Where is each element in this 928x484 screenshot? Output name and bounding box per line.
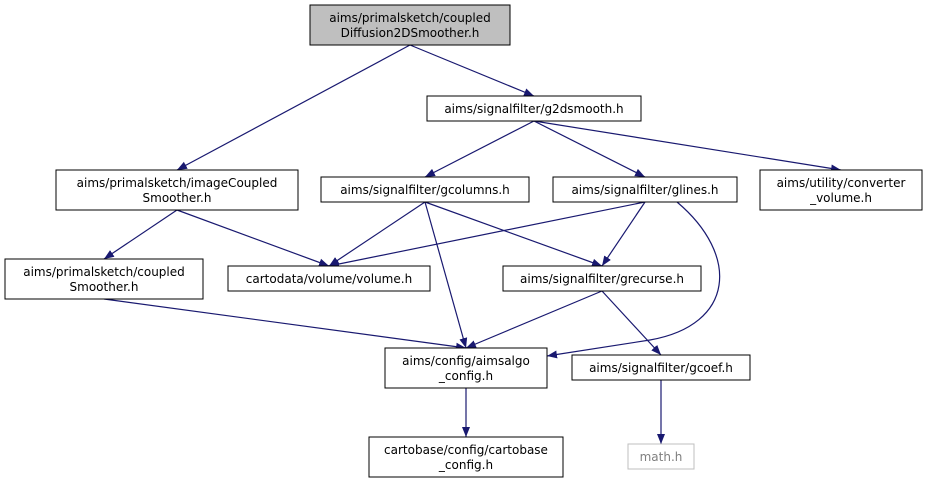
node-label-coupledSmoother-line-1: aims/primalsketch/coupled bbox=[23, 265, 185, 279]
node-converter[interactable]: aims/utility/converter_volume.h bbox=[759, 169, 923, 211]
node-box-root bbox=[309, 4, 511, 46]
node-box-imageCoupled bbox=[55, 169, 299, 211]
node-label-gcoef-line-1: aims/signalfilter/gcoef.h bbox=[589, 361, 733, 375]
edge-glines-to-volume bbox=[328, 201, 646, 268]
node-box-gcoef bbox=[571, 354, 751, 381]
node-box-volume bbox=[227, 265, 431, 292]
node-box-grecurse bbox=[502, 265, 702, 292]
edge-gcolumns-to-grecurse bbox=[424, 201, 603, 267]
node-label-math-line-1: math.h bbox=[640, 450, 683, 464]
node-label-grecurse-line-1: aims/signalfilter/grecurse.h bbox=[520, 272, 684, 286]
edge-imageCoupled-to-coupledSmoother bbox=[103, 209, 178, 260]
edge-gcolumns-to-volume bbox=[328, 201, 426, 267]
edge-g2dsmooth-to-gcolumns bbox=[424, 120, 535, 178]
edge-root-to-g2dsmooth bbox=[409, 44, 535, 97]
node-box-coupledSmoother bbox=[4, 258, 204, 300]
node-label-root-line-1: aims/primalsketch/coupled bbox=[329, 11, 491, 25]
edge-glines-to-aimsalgo bbox=[546, 201, 721, 359]
node-grecurse[interactable]: aims/signalfilter/grecurse.h bbox=[502, 265, 702, 292]
edge-gcolumns-to-aimsalgo bbox=[424, 201, 468, 349]
node-gcolumns[interactable]: aims/signalfilter/gcolumns.h bbox=[320, 176, 530, 203]
node-box-cartobase bbox=[368, 436, 564, 478]
node-label-coupledSmoother-line-2: Smoother.h bbox=[70, 280, 139, 294]
node-label-gcolumns-line-1: aims/signalfilter/gcolumns.h bbox=[340, 183, 510, 197]
node-box-g2dsmooth bbox=[426, 95, 642, 122]
node-box-gcolumns bbox=[320, 176, 530, 203]
node-aimsalgo[interactable]: aims/config/aimsalgo_config.h bbox=[384, 347, 548, 389]
node-label-root-line-2: Diffusion2DSmoother.h bbox=[341, 26, 480, 40]
node-root[interactable]: aims/primalsketch/coupledDiffusion2DSmoo… bbox=[309, 4, 511, 46]
node-label-cartobase-line-2: _config.h bbox=[438, 458, 493, 472]
node-label-g2dsmooth-line-1: aims/signalfilter/g2dsmooth.h bbox=[444, 102, 623, 116]
edges-layer bbox=[103, 44, 842, 444]
node-glines[interactable]: aims/signalfilter/glines.h bbox=[552, 176, 738, 203]
node-box-math bbox=[627, 443, 695, 470]
node-label-aimsalgo-line-2: _config.h bbox=[438, 369, 493, 383]
node-box-converter bbox=[759, 169, 923, 211]
node-label-converter-line-1: aims/utility/converter bbox=[777, 176, 906, 190]
edge-glines-to-grecurse bbox=[601, 201, 646, 267]
node-label-imageCoupled-line-2: Smoother.h bbox=[143, 191, 212, 205]
node-box-aimsalgo bbox=[384, 347, 548, 389]
nodes-layer: aims/primalsketch/coupledDiffusion2DSmoo… bbox=[4, 4, 923, 478]
node-box-glines bbox=[552, 176, 738, 203]
edge-root-to-imageCoupled bbox=[176, 44, 411, 171]
edge-g2dsmooth-to-converter bbox=[533, 120, 842, 173]
node-gcoef[interactable]: aims/signalfilter/gcoef.h bbox=[571, 354, 751, 381]
node-label-aimsalgo-line-1: aims/config/aimsalgo bbox=[402, 354, 530, 368]
edge-grecurse-to-aimsalgo bbox=[465, 290, 603, 349]
node-label-converter-line-2: _volume.h bbox=[809, 191, 872, 205]
edge-imageCoupled-to-volume bbox=[176, 209, 330, 267]
node-cartobase[interactable]: cartobase/config/cartobase_config.h bbox=[368, 436, 564, 478]
node-label-volume-line-1: cartodata/volume/volume.h bbox=[246, 272, 412, 286]
edge-grecurse-to-gcoef bbox=[601, 290, 662, 356]
node-math: math.h bbox=[627, 443, 695, 470]
edge-g2dsmooth-to-glines bbox=[533, 120, 646, 178]
edge-coupledSmoother-to-aimsalgo bbox=[103, 298, 467, 351]
node-label-imageCoupled-line-1: aims/primalsketch/imageCoupled bbox=[77, 176, 278, 190]
node-label-glines-line-1: aims/signalfilter/glines.h bbox=[571, 183, 718, 197]
node-volume[interactable]: cartodata/volume/volume.h bbox=[227, 265, 431, 292]
node-label-cartobase-line-1: cartobase/config/cartobase bbox=[384, 443, 548, 457]
node-g2dsmooth[interactable]: aims/signalfilter/g2dsmooth.h bbox=[426, 95, 642, 122]
